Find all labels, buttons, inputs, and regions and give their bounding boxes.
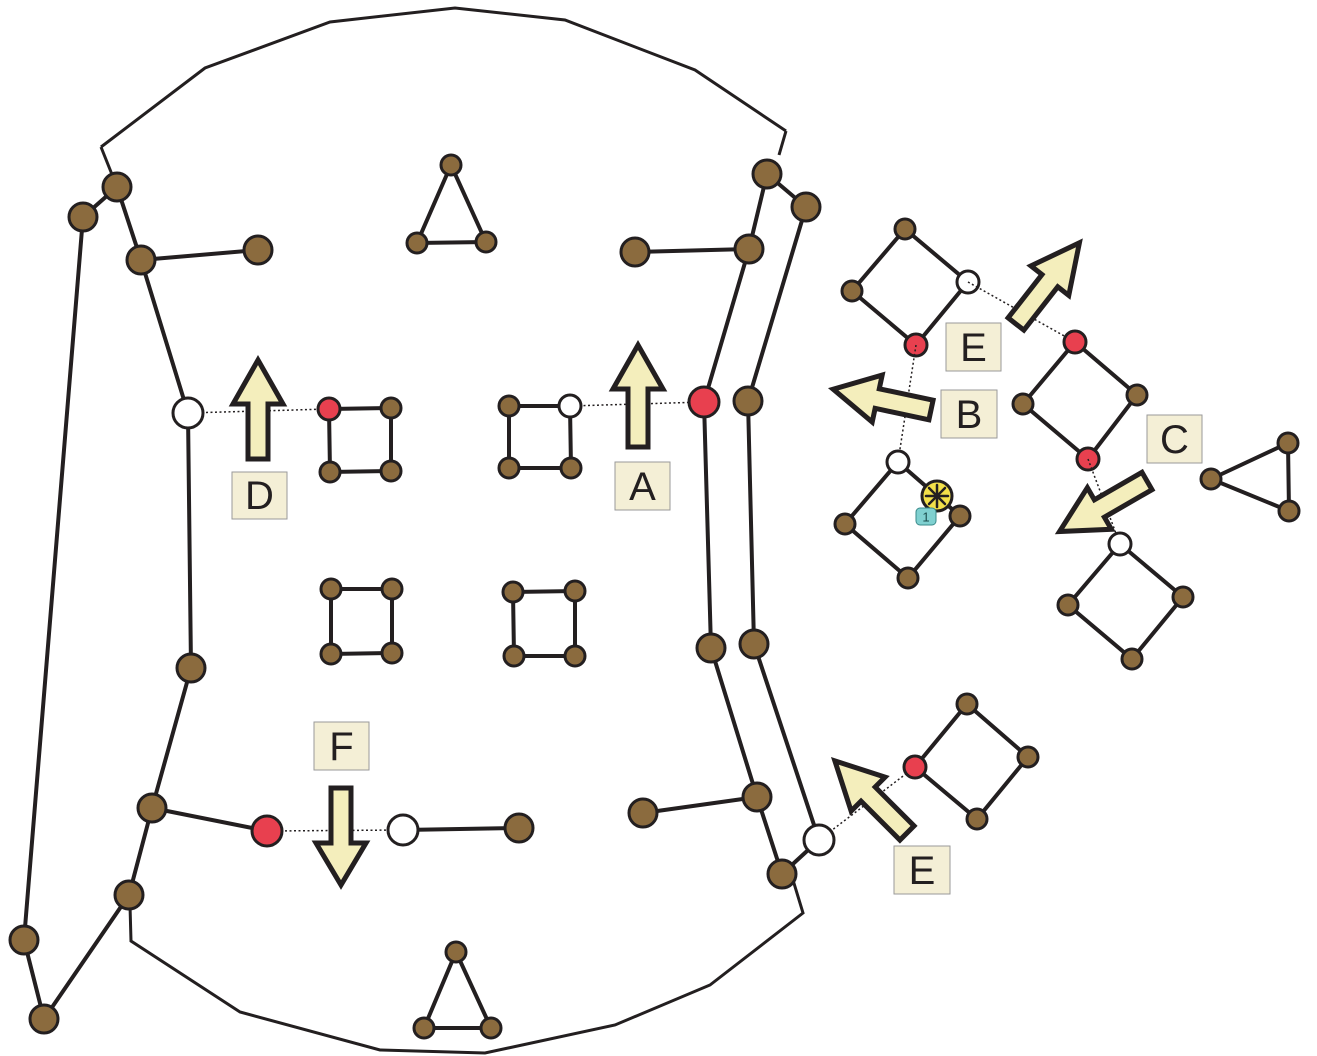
arrow-down-f [311,785,371,890]
target-marker[interactable]: 1 [915,479,954,526]
triangle-top [405,153,498,255]
diamond-middle [833,449,972,590]
square-lower-right [501,579,587,668]
asterisk-target-icon [924,483,950,509]
arrow-up-d [228,354,288,462]
label-e-top: E [945,322,1002,372]
square-upper-left [316,396,403,484]
triangle-right [1199,431,1301,523]
label-e-bottom: E [893,845,951,895]
square-upper-right [497,393,583,480]
svg-text:E: E [909,849,936,893]
svg-text:B: B [956,393,983,437]
square-lower-left [319,577,404,666]
marker-badge [915,507,937,526]
label-c: C [1146,414,1203,464]
right-chain-outer [745,172,916,876]
svg-text:D: D [245,474,274,518]
boundary-outline-bottom [128,879,805,1055]
right-chain-nodes [619,158,836,890]
diamond-bottom-right [902,692,1040,831]
svg-text:F: F [329,725,353,769]
arrow-up-a [608,339,668,450]
arrow-upleft-e [830,756,918,844]
arrow-left-b [827,371,937,427]
diamond-right [1011,329,1149,472]
boundary-outline [100,6,787,149]
left-chain-nodes [8,171,535,1035]
svg-text:E: E [960,326,987,370]
marker-badge-label: 1 [922,510,929,525]
label-d: D [231,471,288,520]
triangle-bottom [412,940,503,1040]
svg-text:C: C [1160,418,1189,462]
boundary-right-edge [777,130,788,156]
label-b: B [940,389,998,439]
svg-text:A: A [629,465,656,509]
left-chain [22,183,521,1024]
label-f: F [313,721,370,771]
label-a: A [614,461,671,511]
diamond-lower-right [1056,531,1195,671]
arrow-downleft-c [1054,468,1156,535]
arrow-upright-e [1004,238,1083,334]
